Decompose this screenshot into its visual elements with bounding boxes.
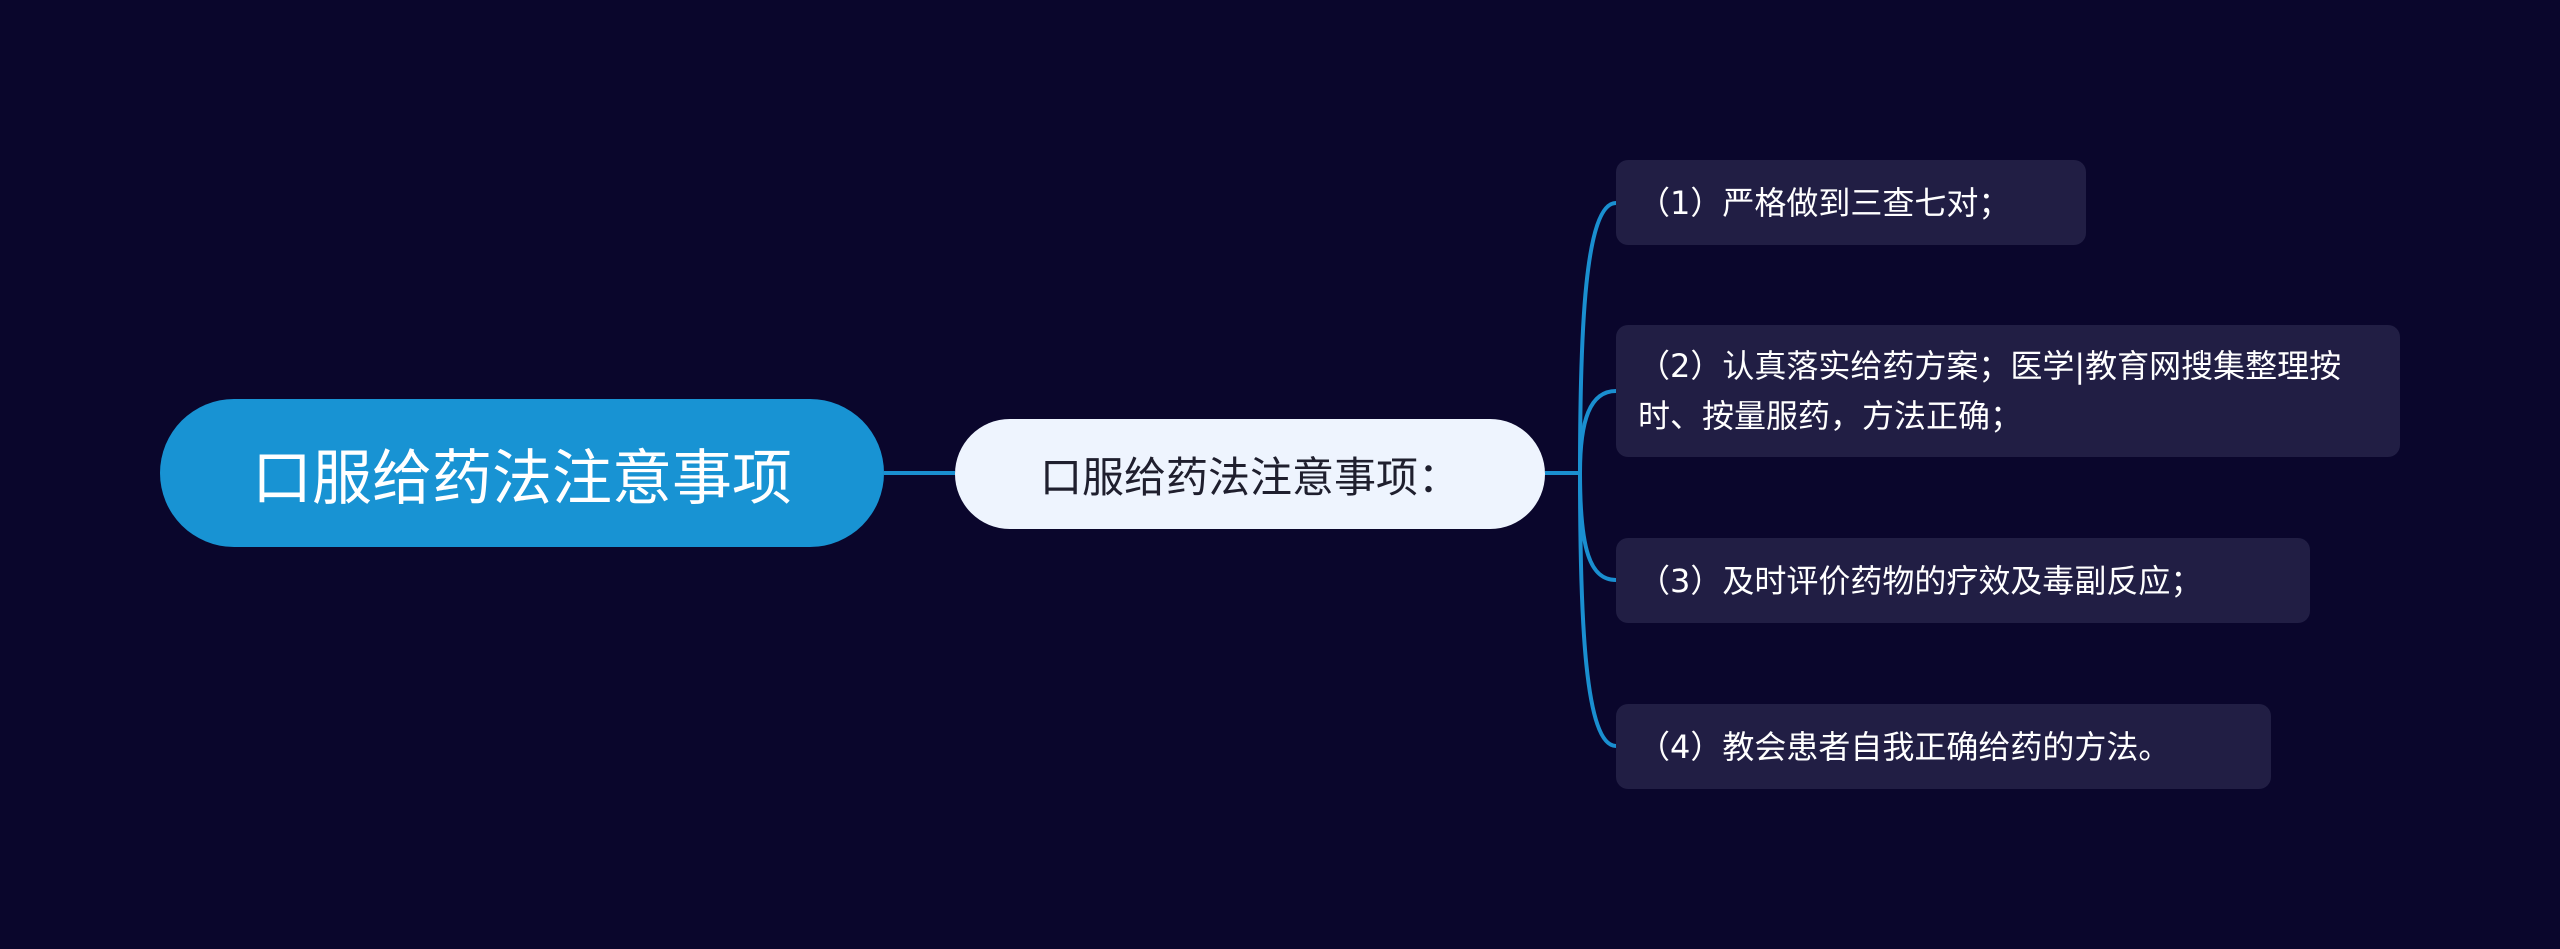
leaf-topic-4[interactable]: （4）教会患者自我正确给药的方法。 xyxy=(1616,704,2271,789)
leaf-topic-1[interactable]: （1）严格做到三查七对； xyxy=(1616,160,2086,245)
root-topic-node[interactable]: 口服给药法注意事项 xyxy=(160,399,884,547)
leaf-topic-3[interactable]: （3）及时评价药物的疗效及毒副反应； xyxy=(1616,538,2310,623)
leaf-1-connector xyxy=(1578,201,1617,474)
leaf-4-connector xyxy=(1578,472,1617,748)
leaf-topic-2-label: （2）认真落实给药方案；医学|教育网搜集整理按时、按量服药，方法正确； xyxy=(1638,347,2342,435)
branch-topic-node[interactable]: 口服给药法注意事项： xyxy=(955,419,1545,529)
branch-topic-label: 口服给药法注意事项： xyxy=(1039,452,1460,502)
root-topic-label: 口服给药法注意事项 xyxy=(252,443,792,514)
leaf-topic-1-label: （1）严格做到三查七对； xyxy=(1638,183,2011,222)
leaf-topic-2[interactable]: （2）认真落实给药方案；医学|教育网搜集整理按时、按量服药，方法正确； xyxy=(1616,325,2400,457)
leaf-topic-3-label: （3）及时评价药物的疗效及毒副反应； xyxy=(1638,561,2203,600)
leaf-3-connector xyxy=(1578,472,1617,582)
leaf-topic-4-label: （4）教会患者自我正确给药的方法。 xyxy=(1638,727,2171,766)
leaf-2-connector xyxy=(1578,389,1617,474)
